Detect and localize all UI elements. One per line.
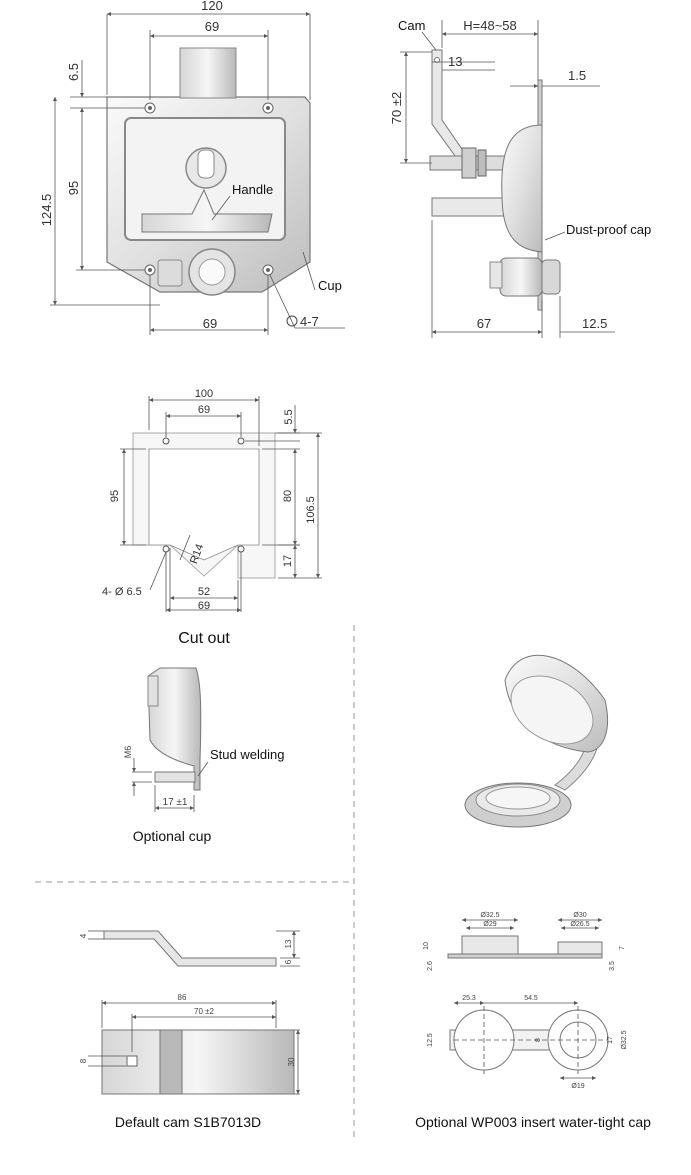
dim-cap-offset: 12.5 [582, 316, 607, 331]
mounting-hole [144, 264, 156, 276]
dim-width-total: 120 [201, 0, 223, 13]
lock-latch [489, 261, 503, 289]
cam-dim-length: 86 [178, 993, 187, 1002]
side-view: Cam H=48~58 13 1.5 70 ±2 Dust-proof cap … [389, 18, 651, 338]
default-cam-caption: Default cam S1B7013D [115, 1114, 261, 1130]
cutout-hole [162, 545, 170, 553]
cam-dim-thickness: 4 [79, 933, 88, 938]
cap-lid-inner [510, 675, 594, 745]
cap-dim-d-outer: Ø32.5 [621, 1030, 628, 1049]
handle-link [197, 149, 215, 179]
optional-cup-caption: Optional cup [133, 828, 212, 844]
cap-dim-h-left: 10 [423, 942, 430, 950]
cutout-dim-notch: 52 [198, 586, 210, 598]
water-cap-drawings: Ø32.5 Ø29 Ø30 Ø26.5 10 2.6 7 3.5 25.3 54… [415, 912, 651, 1130]
cup-section [147, 667, 202, 791]
stud [154, 771, 196, 783]
cap-dim-side: 12.5 [427, 1033, 434, 1047]
cap-dim-h-left2: 2.6 [427, 961, 434, 971]
cap-side-left [461, 935, 519, 955]
cup-dim-thread: M6 [123, 746, 133, 759]
water-cap-3d [464, 654, 609, 828]
cap-dim-17: 17 [607, 1036, 614, 1044]
cutout-caption: Cut out [178, 630, 230, 647]
cutout-dim-left-height: 95 [109, 490, 121, 502]
nut [477, 149, 487, 177]
dim-cam-height: 70 ±2 [389, 92, 404, 124]
cap-dim-d1b: Ø29 [483, 921, 496, 928]
cutout-dim-top-offset: 5.5 [283, 409, 295, 424]
cap-dim-mid: 8 [535, 1038, 542, 1042]
cutout-hole [162, 437, 170, 445]
cutout-dim-outer-height: 106.5 [305, 496, 317, 524]
dia-symbol [286, 315, 298, 327]
cap-dim-h-right: 7 [619, 946, 626, 950]
nut [461, 147, 477, 179]
t-handle [141, 188, 273, 233]
cam-dim-width: 30 [287, 1057, 296, 1066]
optional-cup-view: M6 Stud welding 17 ±1 Optional cup [123, 667, 284, 844]
cutout-dim-step: 17 [282, 555, 294, 567]
mounting-hole [262, 264, 274, 276]
cap-dim-span1: 25.3 [462, 995, 476, 1002]
dim-height-holes: 95 [66, 181, 81, 195]
label-dust-cap: Dust-proof cap [566, 222, 651, 237]
label-handle: Handle [232, 182, 273, 197]
cam-bend [159, 1029, 183, 1095]
cup-rim [147, 675, 159, 707]
mounting-hole [144, 102, 156, 114]
lock-housing [179, 47, 237, 99]
mounting-hole [262, 102, 274, 114]
dim-top-offset: 6.5 [66, 63, 81, 81]
front-view: 120 69 6.5 124.5 95 69 4-7 Handle Cup [39, 0, 345, 335]
cam-hole [434, 57, 440, 63]
cap-side-right [557, 941, 603, 955]
dim-holes-top: 69 [205, 19, 219, 34]
dim-holes-bottom: 69 [203, 316, 217, 331]
cam-side-profile [103, 930, 277, 967]
cam-dim-hole-pitch: 70 ±2 [194, 1007, 215, 1016]
dim-h-range: H=48~58 [463, 18, 517, 33]
dust-cap [541, 259, 561, 295]
cutout-opening [148, 448, 260, 561]
side-lock [499, 257, 543, 297]
cap-dim-d2b: Ø26.5 [570, 921, 589, 928]
dim-cam-width: 13 [448, 54, 462, 69]
dust-cap-clip [157, 259, 183, 287]
cutout-dim-holes-bottom: 69 [198, 600, 210, 612]
dim-height-total: 124.5 [39, 194, 54, 227]
cam-dim-offset: 6 [284, 959, 293, 964]
dim-plate: 1.5 [568, 68, 586, 83]
label-cam: Cam [398, 18, 425, 33]
cam-dim-square: 8 [79, 1058, 88, 1063]
cap-side-strip [447, 953, 603, 959]
cap-base-hole [485, 786, 551, 810]
cutout-view: 100 69 5.5 95 80 106.5 17 R14 4- Ø 6.5 5… [102, 388, 322, 647]
cap-dim-span2: 54.5 [524, 995, 538, 1002]
cap-dim-d2a: Ø30 [573, 912, 586, 919]
cup-dim-length: 17 ±1 [163, 797, 188, 808]
label-cup: Cup [318, 278, 342, 293]
cutout-hole [237, 437, 245, 445]
cap-dim-d1a: Ø32.5 [480, 912, 499, 919]
cap-dim-d-inner: Ø19 [571, 1083, 584, 1090]
label-stud-welding: Stud welding [210, 747, 284, 762]
cam-square-hole [126, 1055, 138, 1067]
cam-dim-height: 13 [284, 939, 293, 948]
default-cam-view: 4 13 6 86 70 ±2 8 30 Default cam S1B7013… [79, 930, 300, 1130]
cutout-dim-outer-width: 100 [195, 388, 213, 400]
cutout-dim-holes: 4- Ø 6.5 [102, 586, 142, 598]
cutout-dim-holes-top: 69 [198, 404, 210, 416]
side-cup [501, 124, 543, 253]
key-cylinder-inner [198, 258, 226, 286]
water-cap-caption: Optional WP003 insert water-tight cap [415, 1114, 651, 1130]
dim-hole-dia: 4-7 [300, 314, 319, 329]
dim-depth: 67 [477, 316, 491, 331]
mount-bracket [431, 197, 505, 217]
cutout-dim-inner-height: 80 [282, 490, 294, 502]
cap-dim-h-right2: 3.5 [609, 961, 616, 971]
